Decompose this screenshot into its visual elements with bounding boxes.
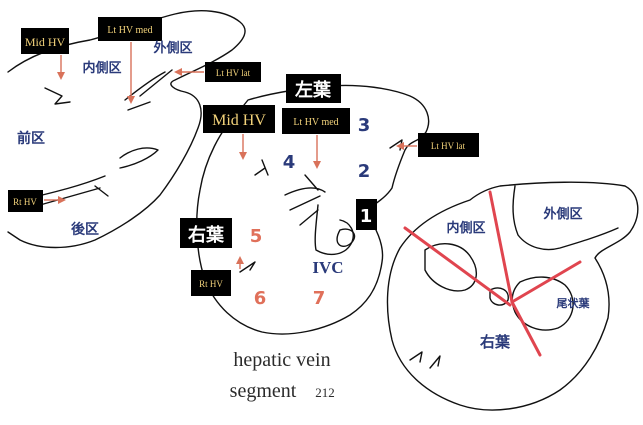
center-seg1-box [356, 199, 377, 230]
caption-line1: hepatic vein [233, 349, 330, 371]
left-label-medial: 内側区 [82, 60, 121, 76]
center-right-lobe-box [180, 218, 232, 248]
division-line-d [510, 300, 542, 357]
center-vessel-mid [254, 159, 269, 176]
ivc-label: IVC [312, 258, 343, 277]
left-liver-diagram: Mid HV Lt HV med Lt HV lat Rt HV 外側区 内側区… [7, 10, 261, 249]
left-label-anterior: 前区 [17, 130, 45, 147]
right-label-medial: 内側区 [446, 220, 485, 236]
center-lt-hv-lat-box [418, 133, 479, 157]
segment-5: 5 [250, 226, 263, 247]
left-vessel-a [44, 87, 71, 105]
center-ivc-lumen [336, 228, 356, 248]
left-label-lateral: 外側区 [152, 40, 192, 56]
right-liver-outline [386, 181, 639, 411]
left-mid-hv-text: Mid HV [25, 35, 66, 49]
left-mid-hv-box [21, 28, 69, 54]
right-label-right-lobe: 右葉 [480, 333, 511, 351]
segment-4: 4 [283, 152, 296, 173]
figure-caption: hepatic vein segment 212 [230, 349, 335, 402]
segment-7: 7 [313, 288, 326, 309]
left-vessel-b [124, 69, 173, 111]
center-left-lobe-box [286, 74, 341, 103]
center-lt-hv-med-box [282, 108, 350, 134]
left-rt-hv-box [8, 190, 43, 212]
center-right-lobe-text: 右葉 [188, 224, 225, 246]
segment-3: 3 [358, 115, 371, 136]
caption-page-number: 212 [315, 385, 335, 400]
left-lt-hv-med-box [98, 17, 162, 41]
segment-2: 2 [358, 161, 371, 182]
right-vessel-ring [489, 287, 509, 306]
left-lt-hv-lat-box [205, 62, 261, 82]
center-lt-hv-lat-text: Lt HV lat [431, 141, 466, 151]
center-mid-hv-box [203, 105, 275, 133]
division-line-c [510, 260, 582, 304]
left-lt-hv-med-text: Lt HV med [107, 25, 152, 36]
right-inner-medial [424, 243, 477, 292]
right-inner-lateral [512, 185, 619, 251]
center-ivc-outline [314, 204, 354, 256]
left-rt-hv-text: Rt HV [13, 197, 37, 207]
center-vessel-rt [239, 261, 256, 273]
division-line-a [403, 226, 512, 307]
right-label-caudate: 尾状葉 [556, 296, 591, 310]
left-label-posterior: 後区 [71, 221, 99, 238]
center-left-lobe-text: 左葉 [295, 79, 332, 101]
left-liver-fissure [119, 147, 159, 169]
right-vessel-marks [409, 351, 441, 369]
caption-line2: segment [230, 380, 297, 402]
left-lt-hv-lat-text: Lt HV lat [216, 68, 251, 78]
center-vessels [284, 174, 326, 226]
division-line-b [488, 190, 514, 304]
center-rt-hv-box [191, 270, 231, 296]
right-label-lateral: 外側区 [542, 206, 582, 222]
right-liver-diagram: 内側区 外側区 尾状葉 右葉 [386, 181, 639, 411]
center-lt-hv-med-text: Lt HV med [293, 117, 338, 128]
segment-6: 6 [254, 288, 267, 309]
center-liver-diagram: 左葉 Mid HV Lt HV med Lt HV lat 右葉 Rt HV 1… [180, 74, 479, 335]
center-seg1-text: 1 [360, 206, 373, 227]
center-mid-hv-text: Mid HV [212, 112, 266, 129]
center-rt-hv-text: Rt HV [199, 279, 223, 289]
